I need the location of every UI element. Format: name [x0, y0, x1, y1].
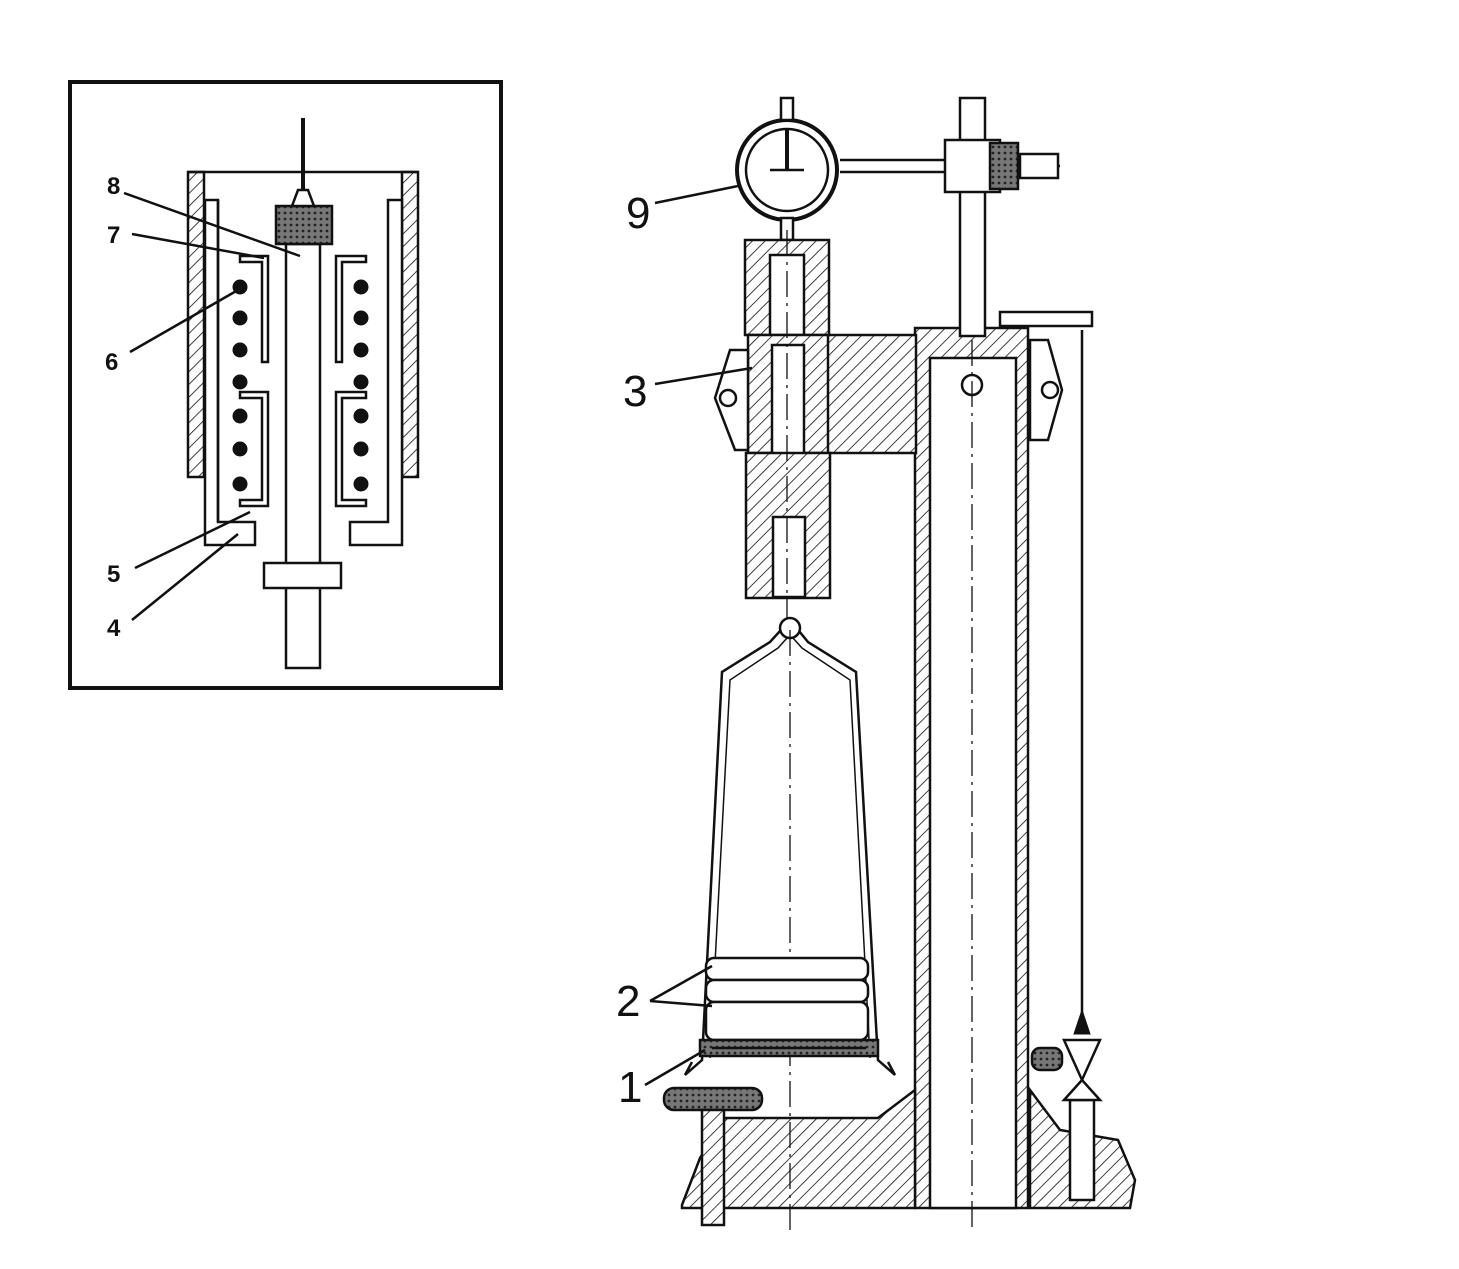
label-5: 5	[107, 561, 120, 588]
label-1: 1	[618, 1063, 642, 1112]
label-8: 8	[107, 173, 120, 200]
label-4: 4	[107, 615, 121, 642]
inset-detail: 8 7 6 5 4	[68, 80, 503, 690]
stand-column	[913, 326, 1030, 1230]
label-2: 2	[616, 977, 640, 1026]
indicator-mast	[840, 96, 1094, 338]
dial-gauge	[735, 96, 839, 242]
spring-guides	[238, 254, 368, 508]
carrier-plate	[698, 1038, 880, 1058]
support-arm	[818, 333, 918, 455]
label-7: 7	[107, 222, 120, 249]
column-fixtures	[960, 338, 1064, 442]
inset-leaders	[123, 191, 301, 621]
weight-hanger	[683, 616, 897, 1230]
main-apparatus: 9 3 2 1	[616, 96, 1137, 1230]
right-leveling-screw	[1030, 1046, 1096, 1202]
weights	[704, 956, 870, 1042]
label-6: 6	[105, 349, 118, 376]
label-9: 9	[626, 189, 650, 238]
central-shaft	[262, 118, 343, 670]
plumb-line	[1061, 330, 1103, 1102]
main-leaders	[644, 184, 753, 1087]
inset-frame	[68, 80, 503, 690]
label-3: 3	[623, 367, 647, 416]
leveling-screw	[662, 1086, 764, 1227]
inner-housing	[203, 198, 404, 547]
loading-head	[713, 230, 832, 620]
